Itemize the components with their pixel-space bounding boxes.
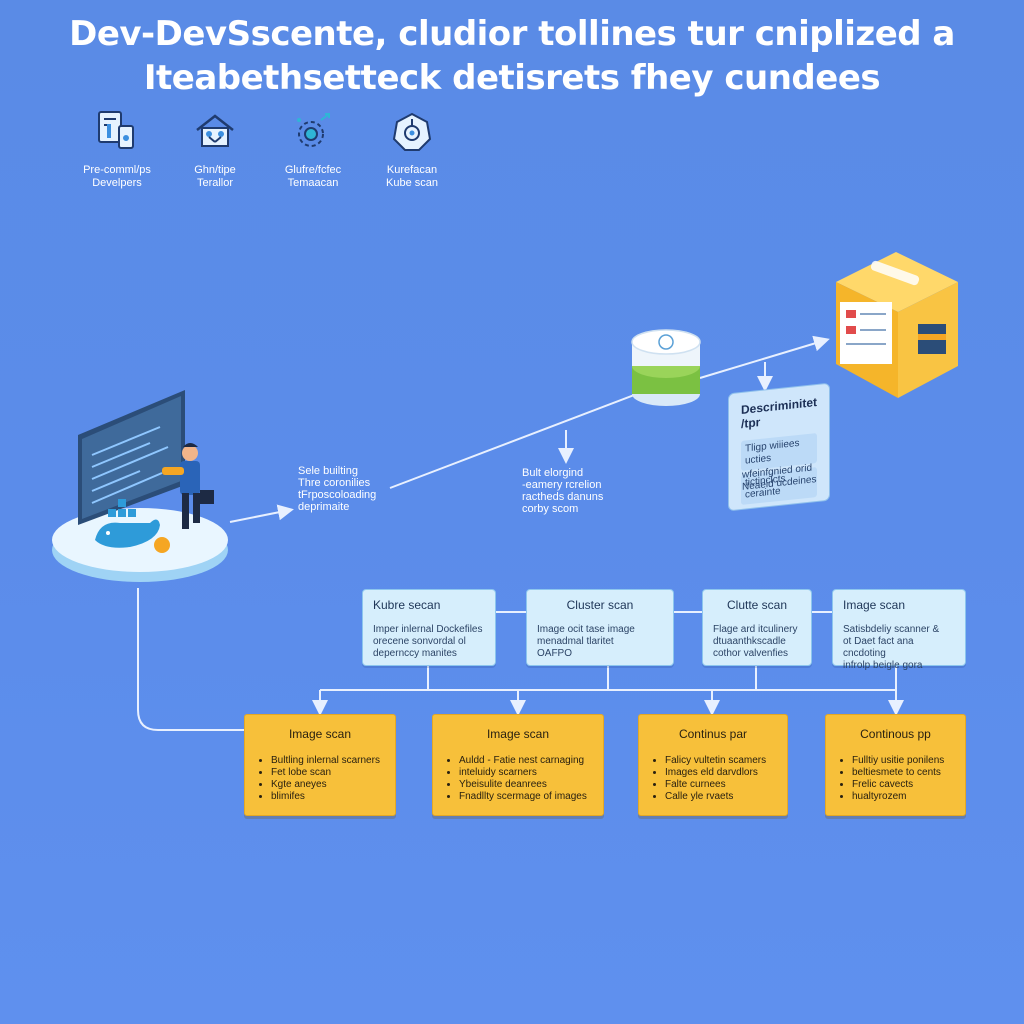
scan-card-cluster[interactable]: Cluster scan Image ocit tase image menad…	[526, 589, 674, 666]
flow-label-line: ractheds danuns	[522, 491, 604, 503]
arrow-registry-to-store	[699, 335, 830, 379]
stage-card-title: Continous pp	[860, 727, 931, 741]
stage-card-item: Fnadllty scermage of images	[459, 791, 589, 803]
stage-card-title: Image scan	[288, 727, 352, 741]
stage-card-item: Frelic cavects	[852, 779, 951, 791]
stage-card-title: Continus par	[678, 727, 748, 741]
tool-label: Glufre/fcfec	[284, 164, 342, 176]
flow-label-line: Sele builting	[298, 465, 358, 477]
document-icon	[95, 110, 139, 154]
stage-card-item: hualtyrozem	[852, 791, 951, 803]
scan-card-image[interactable]: Image scan Satisbdeliy scanner & ot Daet…	[832, 589, 966, 671]
git-icon	[193, 110, 237, 154]
scan-card-line: depernccy manites	[373, 648, 457, 659]
stage-card-title: Image scan	[486, 727, 550, 741]
flow-label-line: -eamery rcrelion	[522, 479, 602, 491]
tool-gear-scan: Glufre/fcfec Temaacan	[258, 110, 368, 190]
page-title: Dev-DevSscente, cludior tollines tur cni…	[69, 14, 955, 54]
scan-card-line: menadmal tlaritet	[537, 636, 614, 647]
stage-card-item: Fet lobe scan	[271, 767, 381, 779]
scan-report-title: Descriminitet /tpr	[741, 395, 818, 431]
scan-card-line: cothor valvenfies	[713, 648, 789, 659]
tool-label: Pre-comml/ps	[83, 164, 151, 176]
stage-card-list: Fulltiy usitie ponilens beltiesmete to c…	[840, 755, 951, 803]
artifact-store-box-illustration	[836, 252, 958, 398]
stage-card-continous-pp[interactable]: Continous pp Fulltiy usitie ponilens bel…	[825, 714, 966, 816]
stage-card-item: Bultling inlernal scarners	[271, 755, 381, 767]
flow-label-line: deprimaite	[298, 501, 350, 513]
scan-card-clutte[interactable]: Clutte scan Flage ard itculinery dtuaant…	[702, 589, 812, 666]
tool-pre-commit: Pre-comml/ps Develpers	[62, 110, 172, 190]
gear-scan-icon	[291, 110, 335, 154]
tool-label: Kurefacan	[386, 164, 438, 176]
flow-label-registry: Bult elorgind -eamery rcrelion ractheds …	[522, 467, 603, 515]
stage-card-list: Falicy vultetin scamers Images eld darvd…	[653, 755, 773, 803]
stage-card-item: inteluidy scarners	[459, 767, 589, 779]
scan-card-title: Cluster scan	[566, 598, 634, 612]
stage-card-continus-par[interactable]: Continus par Falicy vultetin scamers Ima…	[638, 714, 788, 816]
tool-git: Ghn/tipe Terallor	[160, 110, 270, 190]
scan-card-line: orecene sonvordal ol	[373, 636, 466, 647]
tool-label: Ghn/tipe	[194, 164, 236, 176]
scan-card-title: Kubre secan	[373, 598, 441, 612]
trunk-line	[137, 588, 244, 731]
tool-sublabel: Terallor	[196, 177, 234, 189]
flow-label-line: tFrposcoloading	[298, 489, 377, 501]
scan-card-title: Image scan	[843, 598, 906, 612]
scan-card-kube[interactable]: Kubre secan Imper inlernal Dockefiles or…	[362, 589, 496, 666]
tool-sublabel: Develpers	[92, 177, 142, 189]
stage-card-item: Falicy vultetin scamers	[665, 755, 773, 767]
scan-card-line: Flage ard itculinery	[713, 624, 798, 635]
scan-card-title: Clutte scan	[726, 598, 788, 612]
stage-card-item: Images eld darvdlors	[665, 767, 773, 779]
tool-sublabel: Kube scan	[386, 177, 438, 189]
kubernetes-icon	[390, 110, 434, 154]
stage-card-item: beltiesmete to cents	[852, 767, 951, 779]
stage-card-item: Fulltiy usitie ponilens	[852, 755, 951, 767]
stage-card-list: Bultling inlernal scarners Fet lobe scan…	[259, 755, 381, 803]
flow-label-line: Bult elorgind	[522, 467, 584, 479]
registry-database-icon	[631, 329, 701, 406]
scan-card-line: ot Daet fact ana cncdoting	[843, 636, 914, 659]
stage-card-image-scan-2[interactable]: Image scan Auldd - Fatie nest carnaging …	[432, 714, 604, 816]
developer-workstation-illustration	[52, 390, 228, 582]
stage-card-list: Auldd - Fatie nest carnaging inteluidy s…	[447, 755, 589, 803]
stage-card-item: blimifes	[271, 791, 381, 803]
scan-card-line: Image ocit tase image	[537, 624, 635, 635]
stage-card-item: Ybeisulite deanrees	[459, 779, 589, 791]
page-subtitle: Iteabethsetteck detisrets fhey cundees	[143, 58, 881, 98]
stage-card-image-scan-1[interactable]: Image scan Bultling inlernal scarners Fe…	[244, 714, 396, 816]
tool-kube-scan: Kurefacan Kube scan	[357, 110, 467, 190]
stage-card-item: Calle yle rvaets	[665, 791, 773, 803]
flow-label-line: corby scom	[522, 503, 579, 515]
scan-card-line: dtuaanthkscadle	[713, 636, 786, 647]
tool-sublabel: Temaacan	[287, 177, 339, 189]
scan-card-line: infrolp beigle gora	[843, 660, 923, 671]
scan-card-line: OAFPO	[537, 648, 573, 659]
scan-card-line: Satisbdeliy scanner &	[843, 624, 940, 635]
arrow-build-to-registry	[389, 391, 643, 489]
stage-card-item: Kgte aneyes	[271, 779, 381, 791]
scan-card-line: Imper inlernal Dockefiles	[373, 624, 483, 635]
stage-card-item: Auldd - Fatie nest carnaging	[459, 755, 589, 767]
stage-card-item: Falte curnees	[665, 779, 773, 791]
arrow-dev-to-build	[229, 504, 294, 523]
flow-label-build: Sele builting Thre coronilies tFrposcolo…	[298, 465, 376, 513]
flow-label-line: Thre coronilies	[298, 477, 371, 489]
